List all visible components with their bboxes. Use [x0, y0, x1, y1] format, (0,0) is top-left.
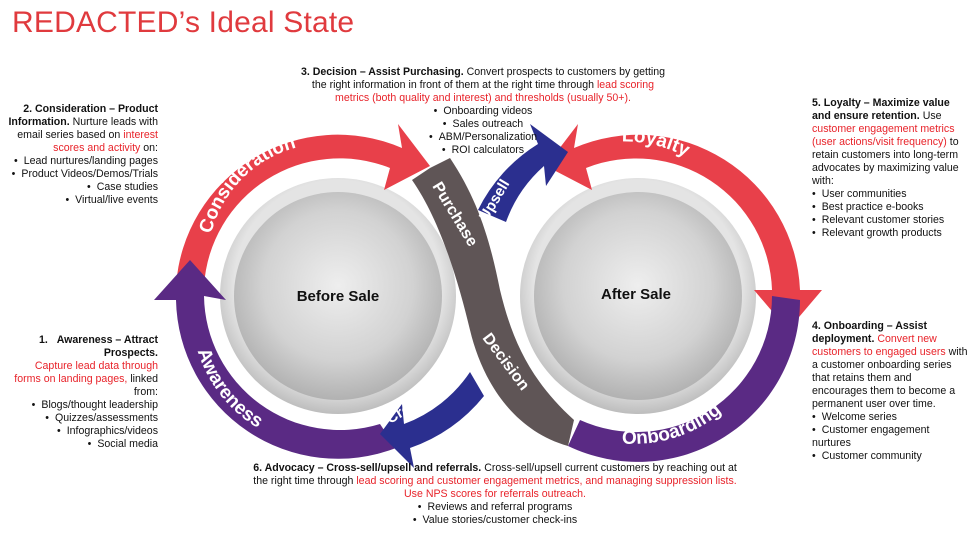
list-item: Value stories/customer check-ins: [250, 514, 740, 527]
list-item: ROI calculators: [298, 144, 668, 157]
list-item: Reviews and referral programs: [250, 501, 740, 514]
stage-loyalty-list: User communities Best practice e-books R…: [812, 188, 968, 240]
stage-advocacy-text: Cross-sell/upsell current customers by r…: [253, 462, 737, 487]
stage-onboarding-list: Welcome series Customer engagement nurtu…: [812, 411, 968, 463]
before-sale-label: Before Sale: [297, 288, 380, 305]
list-item: Infographics/videos: [8, 425, 158, 438]
left-circle: [234, 192, 442, 400]
stage-advocacy-heading: 6. Advocacy – Cross-sell/upsell and refe…: [253, 462, 482, 474]
list-item: Virtual/live events: [8, 194, 158, 207]
stage-awareness-text: linked from:: [130, 373, 158, 398]
list-item: Case studies: [8, 181, 158, 194]
stage-decision-text: Convert prospects to customers by gettin…: [311, 66, 666, 91]
stage-onboarding-text: with a customer onboarding series that r…: [812, 346, 968, 410]
list-item: Welcome series: [812, 411, 968, 424]
stage-loyalty-heading: 5. Loyalty – Maximize value and ensure r…: [812, 97, 950, 122]
list-item: Product Videos/Demos/Trials: [8, 168, 158, 181]
stage-awareness-block: 1. Awareness – Attract Prospects. Captur…: [8, 334, 158, 451]
stage-awareness-red: Capture lead data through forms on landi…: [14, 360, 158, 385]
list-item: Best practice e-books: [812, 201, 968, 214]
list-item: Customer engagement nurtures: [812, 424, 968, 450]
onboarding-arc: [568, 296, 800, 462]
stage-awareness-list: Blogs/thought leadership Quizzes/assessm…: [8, 399, 158, 451]
stage-decision-block: 3. Decision – Assist Purchasing. Convert…: [298, 66, 668, 157]
purchase-decision-band: [412, 158, 574, 446]
stage-consideration-block: 2. Consideration – Product Information. …: [8, 103, 158, 207]
list-item: Customer community: [812, 450, 968, 463]
stage-onboarding-block: 4. Onboarding – Assist deployment. Conve…: [812, 320, 968, 463]
awareness-arc: [154, 260, 396, 459]
after-sale-label: After Sale: [601, 286, 671, 303]
page-title: REDACTED’s Ideal State: [12, 6, 355, 39]
list-item: ABM/Personalization: [298, 131, 668, 144]
stage-decision-red: lead scoring metrics (both quality and i…: [335, 79, 655, 104]
crosssell-arc: [380, 372, 484, 468]
stage-consideration-list: Lead nurtures/landing pages Product Vide…: [8, 155, 158, 207]
stage-awareness-number: 1.: [39, 334, 48, 346]
stage-consideration-red: interest scores and activity: [53, 129, 158, 154]
stage-onboarding-red: Convert new customers to engaged users: [812, 333, 946, 358]
stage-consideration-text: Nurture leads with email series based on: [17, 116, 158, 141]
list-item: Relevant customer stories: [812, 214, 968, 227]
stage-advocacy-block: 6. Advocacy – Cross-sell/upsell and refe…: [250, 462, 740, 527]
list-item: User communities: [812, 188, 968, 201]
stage-consideration-text2: on:: [143, 142, 158, 154]
stage-consideration-heading: 2. Consideration – Product Information.: [8, 103, 158, 128]
stage-awareness-heading: Awareness – Attract Prospects.: [56, 334, 158, 359]
list-item: Lead nurtures/landing pages: [8, 155, 158, 168]
list-item: Onboarding videos: [298, 105, 668, 118]
stage-loyalty-text: Use: [922, 110, 942, 122]
list-item: Relevant growth products: [812, 227, 968, 240]
list-item: Sales outreach: [298, 118, 668, 131]
stage-advocacy-red: lead scoring and customer engagement met…: [356, 475, 737, 500]
stage-advocacy-list: Reviews and referral programs Value stor…: [250, 501, 740, 527]
list-item: Social media: [8, 438, 158, 451]
stage-loyalty-red: customer engagement metrics (user action…: [812, 123, 955, 148]
stage-decision-list: Onboarding videos Sales outreach ABM/Per…: [298, 105, 668, 157]
stage-loyalty-block: 5. Loyalty – Maximize value and ensure r…: [812, 97, 968, 240]
stage-loyalty-text2: to retain customers into long-term advoc…: [812, 136, 959, 187]
list-item: Quizzes/assessments: [8, 412, 158, 425]
right-circle: [534, 192, 742, 400]
list-item: Blogs/thought leadership: [8, 399, 158, 412]
stage-decision-heading: 3. Decision – Assist Purchasing.: [300, 66, 464, 78]
stage-onboarding-heading: 4. Onboarding – Assist deployment.: [812, 320, 927, 345]
